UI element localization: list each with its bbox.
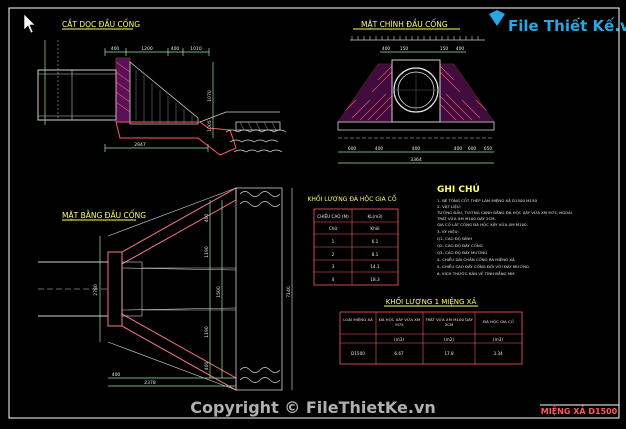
dim-label: 400 — [412, 146, 421, 152]
outlet-table-title: KHỐI LƯỢNG 1 MIỆNG XẢ — [386, 296, 477, 306]
note-line: Q1- CAO ĐỘ ĐỈNH — [437, 236, 472, 241]
dim-label: 3364 — [410, 157, 422, 163]
note-line: TƯỜNG ĐẦU, TƯỜNG CÁNH BẰNG ĐÁ HỘC XÂY VỮ… — [436, 210, 572, 215]
dim-label: 600 — [468, 146, 477, 152]
dim-label: 400 — [454, 146, 463, 152]
table-cell: Chữ — [329, 226, 338, 231]
table-cell: 2 — [332, 252, 335, 257]
table-header: TRÁT VỮA XM M100 DÀY 2CM — [425, 317, 473, 327]
dim-label: 600 — [348, 146, 357, 152]
dim-label: 1005 — [207, 120, 213, 132]
note-line: 5- CHIỀU CAO ĐÁY CỐNG ĐỐI VỚI ĐÁY MƯƠNG — [437, 264, 529, 269]
quantity-table: KHỐI LƯỢNG ĐÁ HỘC GIA CỐ CHIỀU CAO (M) K… — [307, 195, 399, 286]
dim-label: 150 — [400, 46, 409, 52]
note-line: Q2- CAO ĐỘ ĐÁY CỐNG — [437, 243, 483, 248]
dim-label: 1190 — [204, 246, 210, 258]
table-cell: 6.1 — [372, 239, 379, 244]
dim-label: 150 — [440, 46, 449, 52]
dim-label: 1200 — [141, 46, 153, 52]
note-line: GIA CỐ LÁT CỐNG ĐÁ HỘC XÂY VỮA XM M100. — [437, 222, 528, 227]
dim-label: 400 — [456, 46, 465, 52]
dim-label: 2780 — [93, 284, 99, 296]
table-header: LOẠI MIỆNG XẢ — [343, 317, 373, 322]
logo: File Thiết Kế.vn — [489, 10, 626, 35]
dim-label: 1010 — [190, 46, 202, 52]
dim-label: 400 — [204, 362, 210, 371]
dim-label: 1070 — [207, 90, 213, 102]
table-header: ĐÁ HỘC XÂY VỮA XM M75 — [378, 317, 421, 327]
table-header: KL(m3) — [367, 214, 382, 219]
plan-view: MẶT BẰNG ĐẦU CỐNG 2780 400 2378 400 1190 — [38, 187, 293, 391]
note-line: Q3- CAO ĐỘ ĐÁY MƯƠNG — [437, 250, 487, 255]
notes-title: GHI CHÚ — [437, 183, 480, 195]
table-cell: D1500 — [351, 351, 365, 356]
plan-title: MẶT BẰNG ĐẦU CỐNG — [62, 210, 146, 220]
table-cell: 6.67 — [394, 351, 404, 356]
table-cell: 18.3 — [370, 277, 380, 282]
dim-label: 400 — [111, 46, 120, 52]
table-header: ĐÁ HỘC GIA CỐ — [483, 319, 514, 324]
dim-label: 650 — [484, 146, 493, 152]
dim-label: 2378 — [144, 380, 156, 386]
table-unit: (m2) — [444, 337, 454, 342]
drawing-frame — [8, 7, 620, 419]
outlet-table: KHỐI LƯỢNG 1 MIỆNG XẢ LOẠI MIỆNG XẢ ĐÁ H… — [339, 296, 523, 365]
dim-label: 1500 — [216, 286, 222, 298]
dim-label: 400 — [204, 214, 210, 223]
table-cell: 1 — [332, 239, 335, 244]
table-cell: 17.8 — [444, 351, 454, 356]
dim-label: 400 — [112, 372, 121, 378]
front-view: MẶT CHÍNH ĐẦU CỐNG 400 150 150 400 600 4… — [337, 19, 495, 164]
notes: GHI CHÚ 1- BÊ TÔNG CỐT THÉP LÀM MIỆNG XẢ… — [436, 183, 572, 276]
note-line: TRÁT VỮA XM M100 DÀY 2CM. — [436, 216, 496, 221]
logo-text: File Thiết Kế.vn — [508, 16, 626, 35]
table-unit: (m3) — [394, 337, 404, 342]
logo-icon — [489, 10, 505, 26]
note-line: 2- VẬT LIỆU: — [437, 204, 461, 209]
front-title: MẶT CHÍNH ĐẦU CỐNG — [361, 19, 448, 29]
dim-label: 400 — [375, 146, 384, 152]
dim-label: 2947 — [134, 142, 146, 148]
note-line: 1- BÊ TÔNG CỐT THÉP LÀM MIỆNG XẢ D1500 M… — [437, 198, 537, 203]
table-cell: 14.1 — [370, 264, 380, 269]
table-cell: 4 — [332, 277, 335, 282]
table-cell: Khối — [370, 226, 379, 231]
dim-label: 400 — [171, 46, 180, 52]
table-cell: 3 — [332, 264, 335, 269]
dim-label: 1190 — [204, 326, 210, 338]
section-view: CẮT DỌC ĐẦU CỐNG 400 1200 400 1010 — [37, 19, 287, 156]
table-header: CHIỀU CAO (M) — [317, 214, 349, 219]
table-cell: 8.1 — [372, 252, 379, 257]
cursor-icon — [23, 13, 36, 34]
frame-label: MIỆNG XẢ D1500 — [541, 405, 618, 416]
dim-label: 7140 — [286, 286, 292, 298]
section-title: CẮT DỌC ĐẦU CỐNG — [62, 19, 140, 29]
watermark: Copyright © FileThietKe.vn — [190, 398, 436, 417]
dim-label: 400 — [382, 46, 391, 52]
table-unit: (m3) — [493, 337, 503, 342]
note-line: 6- KÍCH THƯỚC BẢN VẼ TÍNH BẰNG MM — [437, 271, 514, 276]
quantity-table-title: KHỐI LƯỢNG ĐÁ HỘC GIA CỐ — [307, 195, 396, 203]
note-line: 3- KÝ HIỆU: — [437, 229, 459, 234]
note-line: 4- CHIỀU DÀI CHÂN CỐNG RA MIỆNG XẢ — [437, 257, 515, 262]
table-cell: 3.34 — [493, 351, 503, 356]
